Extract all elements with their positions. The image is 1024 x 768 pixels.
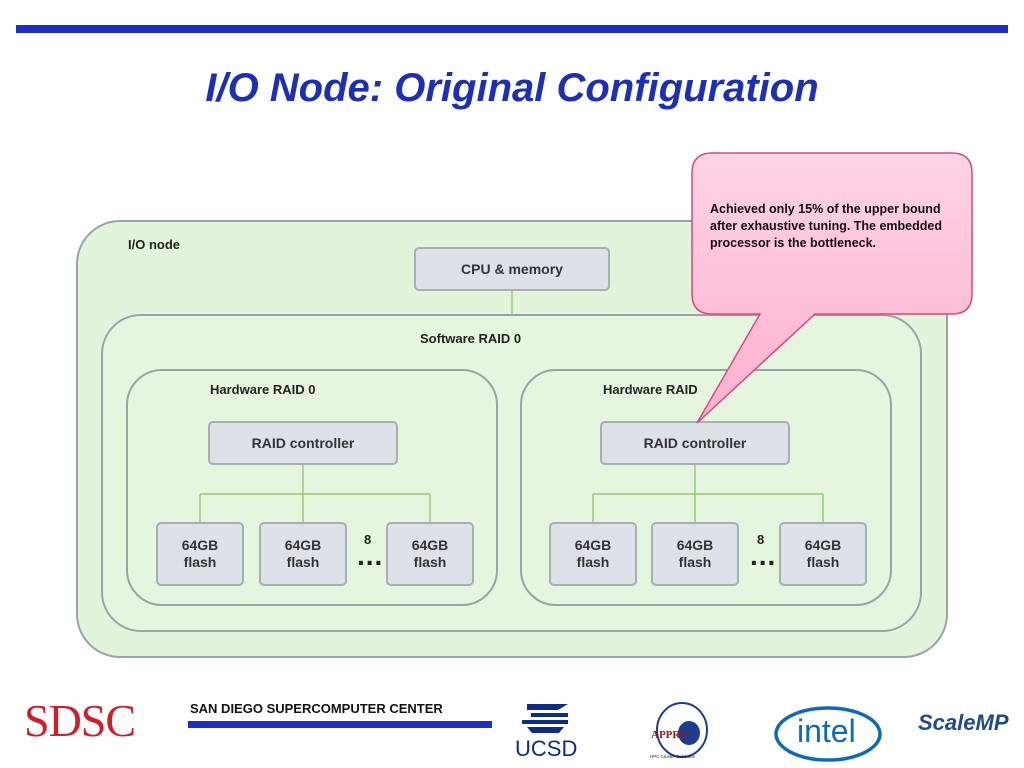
appro-logo-mark [656, 702, 708, 758]
flash-word-label: flash [678, 554, 712, 570]
flash-word-label: flash [183, 554, 217, 570]
flash-size-label: 64GB [411, 537, 449, 553]
flash-word-label: flash [576, 554, 610, 570]
raid-controller-right: RAID controller [600, 421, 790, 465]
intel-swirl-icon [774, 706, 882, 762]
flash-count-right: 8 [757, 532, 765, 547]
ucsd-trident-icon [522, 704, 568, 733]
cpu-memory-box: CPU & memory [414, 247, 610, 291]
raid-controller-left-label: RAID controller [251, 434, 355, 451]
cpu-memory-label: CPU & memory [461, 260, 563, 277]
callout-text: Achieved only 15% of the upper bound aft… [710, 202, 942, 250]
software-raid-label: Software RAID 0 [420, 331, 522, 346]
raid-controller-left: RAID controller [208, 421, 398, 465]
hardware-raid-left-label: Hardware RAID 0 [210, 382, 316, 397]
flash-right-2: 64GB flash [651, 522, 739, 586]
callout-bubble [691, 152, 973, 424]
flash-word-label: flash [286, 554, 320, 570]
flash-right-3: 64GB flash [779, 522, 867, 586]
ellipsis-right: ... [750, 540, 777, 571]
appro-logo-text: APPRO [651, 729, 689, 741]
flash-word-label: flash [806, 554, 840, 570]
intel-logo-text: intel [797, 713, 856, 749]
page-title: I/O Node: Original Configuration [205, 66, 819, 110]
ucsd-logo-text: UCSD [515, 736, 578, 761]
flash-left-3: 64GB flash [386, 522, 474, 586]
flash-size-label: 64GB [574, 537, 612, 553]
sdsc-bar [188, 721, 492, 728]
flash-left-1: 64GB flash [156, 522, 244, 586]
flash-size-label: 64GB [284, 537, 322, 553]
sdsc-name: SAN DIEGO SUPERCOMPUTER CENTER [190, 701, 443, 716]
flash-right-1: 64GB flash [549, 522, 637, 586]
flash-left-2: 64GB flash [259, 522, 347, 586]
top-rule [16, 25, 1008, 33]
flash-size-label: 64GB [676, 537, 714, 553]
io-node-label: I/O node [128, 237, 180, 252]
hardware-raid-right-label: Hardware RAID [603, 382, 698, 397]
sdsc-logo: SDSC [24, 695, 136, 746]
scalemp-logo: ScaleMP [918, 710, 1009, 735]
flash-size-label: 64GB [181, 537, 219, 553]
flash-count-left: 8 [364, 532, 372, 547]
ellipsis-left: ... [357, 540, 384, 571]
raid-controller-right-label: RAID controller [643, 434, 747, 451]
flash-size-label: 64GB [804, 537, 842, 553]
flash-word-label: flash [413, 554, 447, 570]
appro-tagline: HPC Cluster Solutions [650, 754, 695, 759]
